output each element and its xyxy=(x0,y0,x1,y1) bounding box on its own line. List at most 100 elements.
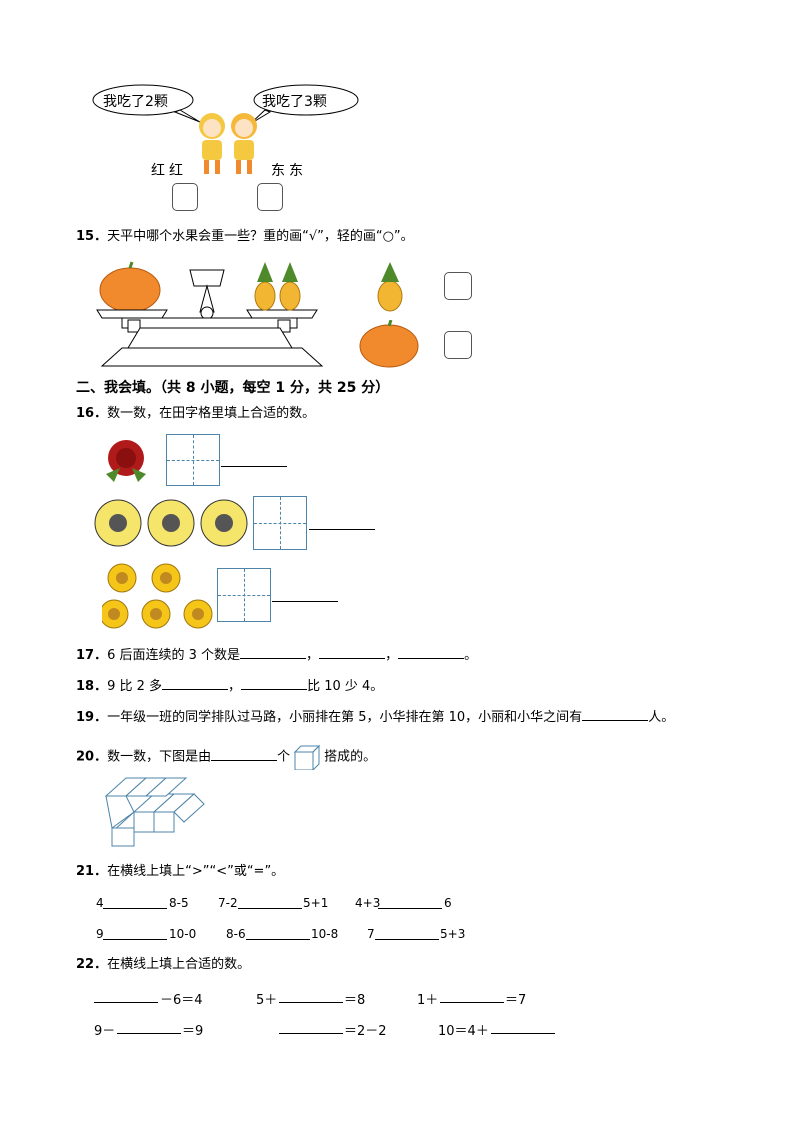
q22-r2c1-text-b: ＝9 xyxy=(182,1024,204,1039)
answer-blank-18a[interactable] xyxy=(162,677,229,690)
answer-box-pumpkin[interactable] xyxy=(444,331,472,359)
q16-number: 16． xyxy=(76,406,108,421)
q20-number: 20． xyxy=(76,749,108,765)
section-2-heading: 二、我会填。（共 8 小题，每空 1 分，共 25 分） xyxy=(76,380,390,396)
q22-number: 22． xyxy=(76,957,108,972)
q21-r1c1-left: 4 xyxy=(96,896,104,910)
q21-r2c3-left: 7 xyxy=(367,927,375,941)
q20-text-2: 个 xyxy=(277,749,291,765)
q21-r2c2-right: 10-8 xyxy=(311,927,339,941)
q22-r2c3-text-a: 10＝4＋ xyxy=(438,1024,489,1039)
q21-r2c2-left: 8-6 xyxy=(226,927,246,941)
q21-line: 21．在横线上填上“>”“<”或“=”。 xyxy=(76,864,284,880)
tian-grid-1[interactable] xyxy=(166,434,220,486)
kids-bubbles-svg xyxy=(92,84,359,174)
q22-r1c3-text-a: 1＋ xyxy=(417,993,439,1008)
daisy-icon xyxy=(200,499,248,547)
q22-r1c1-blank[interactable] xyxy=(94,1002,158,1003)
comma: ， xyxy=(385,648,399,663)
comma: ， xyxy=(306,648,320,663)
answer-box-dongdong[interactable] xyxy=(257,183,283,211)
q18-text-1: 9 比 2 多 xyxy=(107,679,163,694)
q19-number: 19． xyxy=(76,710,108,725)
answer-line-16b[interactable] xyxy=(309,529,375,530)
q21-r1c3-left: 4+3 xyxy=(355,896,381,910)
sunflowers xyxy=(99,562,216,630)
answer-blank-18b[interactable] xyxy=(241,677,308,690)
pineapple-icon xyxy=(370,262,410,314)
bubble-left-text: 我吃了2颗 xyxy=(103,94,168,110)
q21-number: 21． xyxy=(76,864,108,879)
q22-r2c1-blank[interactable] xyxy=(117,1033,181,1034)
answer-line-16a[interactable] xyxy=(221,466,287,467)
q18-line: 18．9 比 2 多 ， 比 10 少 4。 xyxy=(76,677,383,695)
comma: ， xyxy=(228,679,242,694)
answer-line-16c[interactable] xyxy=(272,601,338,602)
q22-r1c2-text-b: ＝8 xyxy=(344,993,366,1008)
q17-number: 17． xyxy=(76,648,108,663)
q15-number: 15． xyxy=(76,229,108,244)
answer-box-honghong[interactable] xyxy=(172,183,198,211)
q22-line: 22．在横线上填上合适的数。 xyxy=(76,957,250,973)
q14-illustration xyxy=(90,80,370,180)
q21-r2c1-right: 10-0 xyxy=(169,927,197,941)
period: 。 xyxy=(464,648,478,663)
cube-icon xyxy=(293,744,321,772)
q17-line: 17．6 后面连续的 3 个数是 ， ， 。 xyxy=(76,646,477,664)
q20-text-3: 搭成的。 xyxy=(324,749,377,765)
q22-r1c3-text-b: ＝7 xyxy=(505,993,527,1008)
q21-r1c3-blank[interactable] xyxy=(378,908,442,909)
daisy-flowers xyxy=(94,497,250,549)
name-dongdong: 东东 xyxy=(271,163,307,179)
q22-r1c1-text: －6＝4 xyxy=(160,993,203,1008)
q22-r2c2-blank[interactable] xyxy=(279,1033,343,1034)
q21-r1c1-blank[interactable] xyxy=(103,908,167,909)
q20-text-1: 数一数，下图是由 xyxy=(107,749,212,765)
q17-text: 6 后面连续的 3 个数是 xyxy=(107,648,241,663)
q21-r2c2-blank[interactable] xyxy=(246,939,310,940)
q18-number: 18． xyxy=(76,679,108,694)
stacked-cubes-figure xyxy=(104,776,208,848)
q22-r2c1-text-a: 9－ xyxy=(94,1024,116,1039)
q15-text: 天平中哪个水果会重一些？重的画“√”，轻的画“○”。 xyxy=(107,229,414,244)
answer-blank-17b[interactable] xyxy=(319,646,386,659)
q22-text: 在横线上填上合适的数。 xyxy=(107,957,251,972)
q21-text: 在横线上填上“>”“<”或“=”。 xyxy=(107,864,285,879)
rose-icon xyxy=(100,436,152,484)
balance-scale-svg xyxy=(96,261,324,367)
q16-text: 数一数，在田字格里填上合适的数。 xyxy=(107,406,316,421)
q22-r1c3-blank[interactable] xyxy=(440,1002,504,1003)
q22-r2c3-blank[interactable] xyxy=(491,1033,555,1034)
q20-line: 20．数一数，下图是由 个 搭成的。 xyxy=(76,744,377,772)
q19-text: 一年级一班的同学排队过马路，小丽排在第 5，小华排在第 10，小丽和小华之间有 xyxy=(107,710,583,725)
q22-r2c2-text: ＝2－2 xyxy=(344,1024,387,1039)
name-honghong: 红红 xyxy=(151,163,187,179)
tian-grid-2[interactable] xyxy=(253,496,307,550)
q21-r1c2-blank[interactable] xyxy=(238,908,302,909)
q22-r1c2-blank[interactable] xyxy=(279,1002,343,1003)
bubble-right-text: 我吃了3颗 xyxy=(262,94,327,110)
q21-r1c1-right: 8-5 xyxy=(169,896,189,910)
answer-blank-19[interactable] xyxy=(582,708,649,721)
q15-line: 15．天平中哪个水果会重一些？重的画“√”，轻的画“○”。 xyxy=(76,229,414,245)
q21-r2c3-right: 5+3 xyxy=(440,927,466,941)
answer-box-pineapple[interactable] xyxy=(444,272,472,300)
daisy-icon xyxy=(147,499,195,547)
q18-text-2: 比 10 少 4。 xyxy=(307,679,384,694)
answer-blank-20[interactable] xyxy=(211,748,278,761)
balance-scale-illustration xyxy=(92,258,332,370)
q21-r1c2-right: 5+1 xyxy=(303,896,329,910)
answer-blank-17c[interactable] xyxy=(398,646,465,659)
q22-r1c2-text-a: 5＋ xyxy=(256,993,278,1008)
daisy-icon xyxy=(94,499,142,547)
q19-line: 19．一年级一班的同学排队过马路，小丽排在第 5，小华排在第 10，小丽和小华之… xyxy=(76,708,674,726)
answer-blank-17a[interactable] xyxy=(240,646,307,659)
q21-r2c1-blank[interactable] xyxy=(103,939,167,940)
q16-line: 16．数一数，在田字格里填上合适的数。 xyxy=(76,406,315,422)
q19-end: 人。 xyxy=(648,710,675,725)
pumpkin-icon xyxy=(358,319,420,368)
q21-r1c3-right: 6 xyxy=(444,896,452,910)
tian-grid-3[interactable] xyxy=(217,568,271,622)
q21-r2c3-blank[interactable] xyxy=(375,939,439,940)
q21-r1c2-left: 7-2 xyxy=(218,896,238,910)
